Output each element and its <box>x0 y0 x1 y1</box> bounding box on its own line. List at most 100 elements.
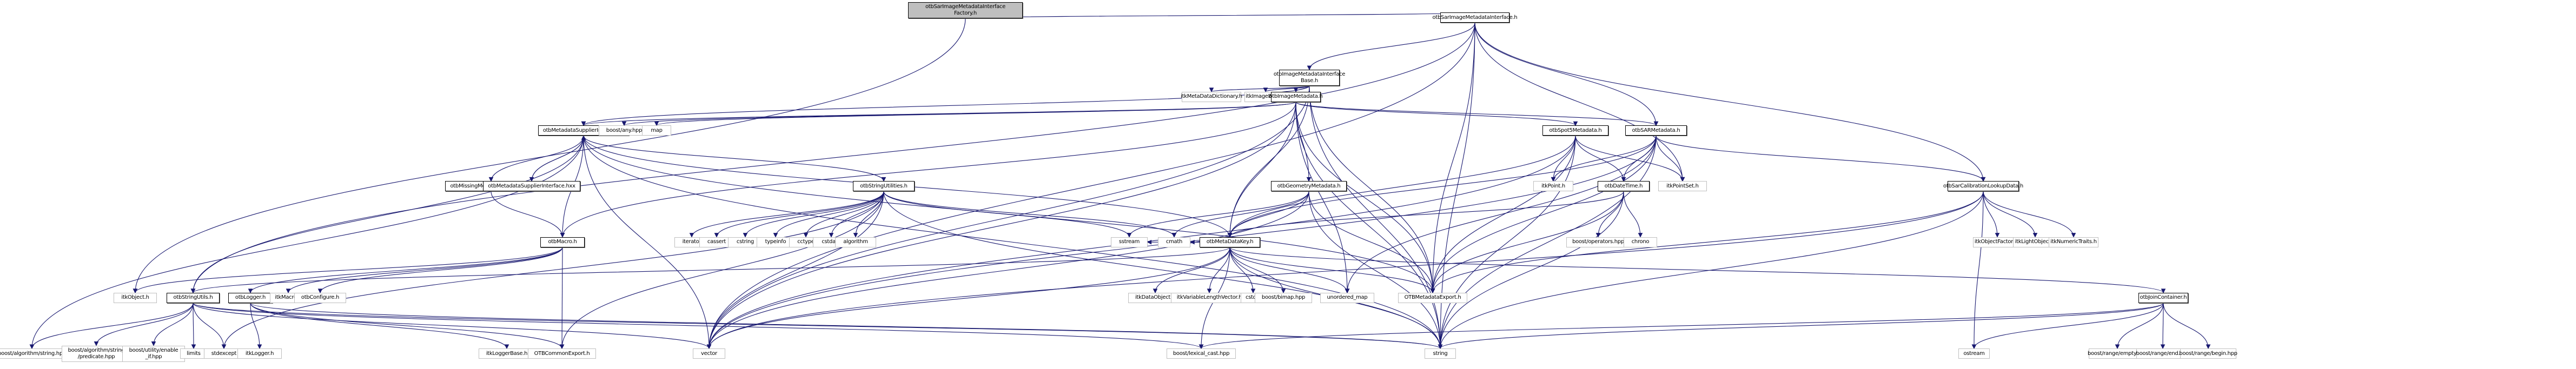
arrowhead-icon <box>488 177 494 182</box>
node-logger[interactable]: otbLogger.h <box>228 292 273 303</box>
node-stdexcept: stdexcept <box>204 348 244 359</box>
arrowhead-icon <box>1227 233 1233 238</box>
edge-imgmeta-to-spot5 <box>1295 102 1576 126</box>
node-sstream: sstream <box>1111 237 1148 247</box>
arrowhead-icon <box>2032 233 2038 238</box>
arrowhead-icon <box>1573 121 1578 126</box>
node-itkpointset: itkPointSet.h <box>1658 181 1707 192</box>
node-boostenable: boost/utility/enable _if.hpp <box>122 345 186 362</box>
edge-geommeta-to-sstream <box>1129 191 1309 237</box>
node-strutilities[interactable]: otbStringUtilities.h <box>852 181 915 192</box>
arrowhead-icon <box>1345 289 1350 293</box>
edge-imgmeta-to-mdkey <box>1229 102 1296 237</box>
edge-strutilities-to-cstdarg <box>831 191 884 237</box>
edge-sarimi-to-imib <box>1309 23 1475 70</box>
edge-root-to-itkobject <box>135 18 966 293</box>
edge-datetime-to-string <box>1440 191 1624 349</box>
arrowhead-icon <box>2115 344 2120 350</box>
node-algorithm: algorithm <box>835 237 877 247</box>
node-strutils[interactable]: otbStringUtils.h <box>166 292 220 303</box>
edge-sarimi-to-itkpointset <box>1474 23 1683 182</box>
arrowhead-icon <box>248 289 253 293</box>
edge-geommeta-to-string <box>1308 191 1441 349</box>
edge-strutils-to-lexcast <box>193 303 1202 349</box>
arrowhead-icon <box>2161 289 2166 293</box>
node-lexcast: boost/lexical_cast.hpp <box>1167 348 1236 359</box>
node-imgmeta[interactable]: otbImageMetadata.h <box>1269 91 1323 102</box>
edge-sarimi-to-string <box>1440 23 1475 349</box>
edge-imib-to-itkimgbase <box>1265 85 1310 92</box>
edge-strutils-to-limits <box>193 303 194 349</box>
edge-imgmeta-to-sarmeta <box>1295 102 1657 126</box>
arrowhead-icon <box>1263 88 1268 92</box>
arrowhead-icon <box>773 233 778 238</box>
node-chrono: chrono <box>1623 237 1658 247</box>
node-commonexport: OTBCommonExport.h <box>528 348 596 359</box>
edge-imgmeta-to-map <box>656 102 1296 126</box>
node-datetime[interactable]: otbDateTime.h <box>1597 181 1650 192</box>
edge-strutilities-to-cassert <box>716 191 884 237</box>
edge-logger-to-string <box>250 303 1441 349</box>
node-vector: vector <box>692 348 726 359</box>
node-macro[interactable]: otbMacro.h <box>540 237 585 247</box>
arrowhead-icon <box>1306 177 1312 182</box>
node-itklogger: itkLogger.h <box>237 348 282 359</box>
arrowhead-icon <box>803 233 809 238</box>
arrowhead-icon <box>151 341 156 346</box>
edge-sarmeta-to-itkpointset <box>1655 136 1683 182</box>
edge-strutilities-to-cstring <box>745 191 884 237</box>
node-itkpoint: itkPoint.h <box>1533 181 1573 192</box>
arrowhead-icon <box>706 344 712 350</box>
edge-strutilities-to-sstream <box>883 191 1130 237</box>
edge-sarimi-to-vector <box>708 23 1475 349</box>
edge-sarcal-to-itkobjfactory <box>1983 191 1998 237</box>
arrowhead-icon <box>504 344 509 350</box>
arrowhead-icon <box>1653 121 1659 126</box>
node-sarcal[interactable]: otbSarCalibrationLookupData.h <box>1943 181 2023 192</box>
arrowhead-icon <box>1171 233 1177 238</box>
node-sarimi[interactable]: otbSarImageMetadataInterface.h <box>1433 12 1518 23</box>
node-spot5[interactable]: otbSpot5Metadata.h <box>1542 125 1608 136</box>
node-bimap: boost/bimap.hpp <box>1255 292 1312 303</box>
node-joincont[interactable]: otbJoinContainer.h <box>2138 292 2188 303</box>
arrowhead-icon <box>317 289 323 293</box>
edge-imgmeta-to-umap <box>1295 102 1348 293</box>
arrowhead-icon <box>29 344 35 350</box>
edge-msihxx-to-msi <box>531 136 584 182</box>
arrowhead-icon <box>257 344 262 350</box>
node-cmath: cmath <box>1157 237 1191 247</box>
arrowhead-icon <box>1147 239 1152 245</box>
node-mdkey[interactable]: otbMetaDataKey.h <box>1199 237 1261 247</box>
edge-datetime-to-mdexport <box>1432 191 1624 293</box>
node-msihxx[interactable]: otbMetadataSupplierInterface.hxx <box>483 181 580 192</box>
edge-strutilities-to-iterator <box>691 191 884 237</box>
node-sarmeta[interactable]: otbSARMetadata.h <box>1625 125 1687 136</box>
node-geommeta[interactable]: otbGeometryMetadata.h <box>1271 181 1347 192</box>
edge-sarmeta-to-string <box>1440 136 1657 349</box>
arrowhead-icon <box>621 121 627 126</box>
edge-sarimi-to-sarcal <box>1474 23 1984 182</box>
edge-geommeta-to-vector <box>708 191 1309 349</box>
node-rangebegin: boost/range/begin.hpp <box>2179 348 2237 359</box>
edge-geommeta-to-mdexport <box>1308 191 1433 293</box>
node-root[interactable]: otbSarImageMetadataInterface Factory.h <box>908 2 1023 18</box>
arrowhead-icon <box>1153 289 1158 293</box>
edge-geommeta-to-cmath <box>1174 191 1309 237</box>
edge-sarmeta-to-itkpoint <box>1553 136 1657 182</box>
node-cassert: cassert <box>699 237 734 247</box>
edge-mdkey-to-umap <box>1229 247 1348 293</box>
node-boostpred: boost/algorithm/string /predicate.hpp <box>62 345 131 362</box>
arrowhead-icon <box>1621 177 1626 182</box>
arrowhead-icon <box>221 344 227 350</box>
edge-strutils-to-boostalgstr <box>31 303 194 349</box>
node-imib[interactable]: otbImageMetadataInterface Base.h <box>1274 69 1345 86</box>
edge-mdkey-to-itkdataobj <box>1155 247 1230 293</box>
edge-logger-to-itklogger <box>250 303 260 349</box>
node-itkloggerbase: itkLoggerBase.h <box>479 348 535 359</box>
edge-msi-to-vector <box>583 136 710 349</box>
edge-mdkey-to-joincont <box>1229 247 2164 293</box>
edge-msi-to-mme <box>491 136 584 182</box>
edge-sarimi-to-strutils <box>193 23 1475 293</box>
edge-msi-to-strutils <box>193 136 584 293</box>
